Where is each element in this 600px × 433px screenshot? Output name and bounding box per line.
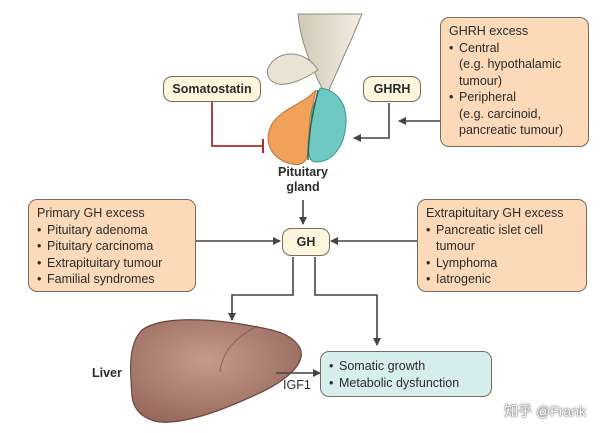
ghrh-excess-title: GHRH excess [449, 24, 529, 38]
extrapituitary-gh-excess-list: Pancreatic islet cell tumour Lymphoma Ia… [426, 222, 578, 288]
liver-shape [129, 319, 302, 423]
gh-node: GH [282, 228, 330, 256]
pituitary-label-line2: gland [286, 180, 320, 194]
gh-to-liver-arrow [228, 257, 294, 321]
list-item: Peripheral [449, 89, 580, 106]
ghrh-to-pituitary-arrow [353, 103, 390, 142]
ghrh-node: GHRH [363, 76, 421, 102]
effects-box: Somatic growth Metabolic dysfunction [320, 351, 492, 397]
primary-gh-excess-box: Primary GH excess Pituitary adenoma Pitu… [28, 199, 196, 292]
liver-lobe-line [219, 325, 259, 373]
extrapituitary-gh-excess-box: Extrapituitary GH excess Pancreatic isle… [417, 199, 587, 292]
somatostatin-inhibition-line [211, 102, 262, 147]
posterior-pituitary-lobe [308, 87, 347, 163]
list-item: (e.g. carcinoid, [459, 106, 541, 121]
list-item: Lymphoma [426, 255, 578, 272]
list-item: Central [449, 40, 580, 57]
list-item: pancreatic tumour) [459, 123, 564, 137]
list-item: Familial syndromes [37, 271, 187, 288]
watermark-text: 知乎 @Frank [504, 403, 586, 419]
list-item: tumour [436, 239, 475, 253]
extrapituitary-gh-excess-title: Extrapituitary GH excess [426, 206, 564, 220]
hypothalamus-stalk [297, 13, 363, 98]
pituitary-lobe-divider [307, 89, 319, 161]
effects-list: Somatic growth Metabolic dysfunction [329, 358, 483, 391]
list-item: (e.g. hypothalamic [459, 57, 562, 71]
list-item: Pancreatic islet cell [426, 222, 578, 239]
pituitary-gland-illustration [267, 13, 363, 165]
hypothalamus-fold [267, 53, 319, 85]
list-item: tumour) [459, 73, 503, 88]
primary-gh-excess-title: Primary GH excess [37, 206, 145, 220]
pituitary-label-line1: Pituitary [277, 165, 328, 179]
liver-label: Liver [92, 366, 122, 380]
list-item: Extrapituitary tumour [37, 255, 187, 272]
list-item: Pituitary carcinoma [37, 238, 187, 255]
anterior-pituitary-lobe [267, 89, 317, 165]
ghrh-excess-list: Central (e.g. hypothalamic tumour) Perip… [449, 40, 580, 139]
list-item: Metabolic dysfunction [329, 375, 483, 392]
list-item: Iatrogenic [426, 271, 578, 288]
somatostatin-node: Somatostatin [163, 76, 261, 102]
igf1-label: IGF1 [283, 378, 311, 392]
ghrh-excess-box: GHRH excess Central (e.g. hypothalamic t… [440, 17, 589, 147]
pituitary-gland-label: Pituitary gland [272, 165, 334, 195]
list-item: Pituitary adenoma [37, 222, 187, 239]
liver-illustration [129, 319, 302, 423]
list-item: Somatic growth [329, 358, 483, 375]
primary-gh-excess-list: Pituitary adenoma Pituitary carcinoma Ex… [37, 222, 187, 288]
gh-to-effects-arrow [314, 257, 381, 346]
